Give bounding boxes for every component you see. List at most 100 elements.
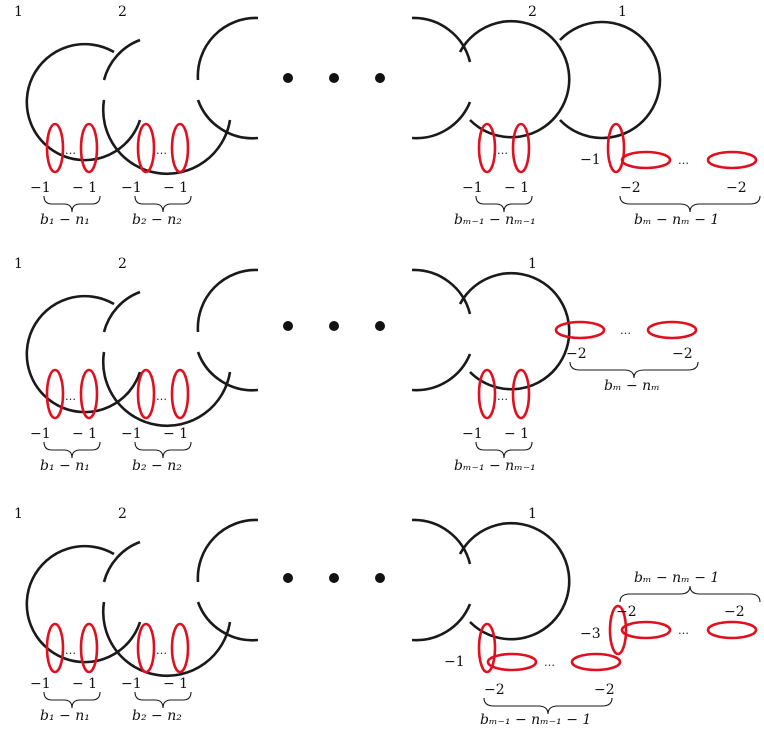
ellipsis-dot — [375, 573, 385, 583]
dots: … — [678, 624, 689, 637]
circle-m-label: 1 — [528, 506, 537, 522]
coef-minus-two: −2 — [620, 180, 641, 196]
red-chain-circle-m-1: … — [477, 622, 622, 674]
circle-m-label: 1 — [618, 4, 627, 20]
coef-minus-one: − 1 — [163, 426, 188, 442]
unknot-circle-m — [458, 521, 571, 641]
unknot-circle-1 — [25, 42, 142, 162]
dots: … — [497, 144, 508, 157]
dots: … — [65, 144, 76, 157]
ellipsis-dot — [329, 73, 339, 83]
circle-1-label: 1 — [14, 4, 23, 20]
brace — [475, 195, 533, 213]
dots: … — [65, 644, 76, 657]
coef-minus-two: −2 — [726, 180, 747, 196]
coef-minus-two: −2 — [566, 346, 587, 362]
unknot-circle-m — [458, 271, 571, 391]
red-chain-circle-m: … — [554, 320, 698, 340]
dots: … — [156, 644, 167, 657]
label-b2-n2: b₂ − n₂ — [132, 212, 182, 228]
label-b1-n1: b₁ − n₁ — [40, 458, 90, 474]
meridians-circle-m-1: … — [477, 368, 531, 420]
meridians-circle-1: … — [45, 622, 99, 674]
label-bm: bₘ − nₘ − 1 — [634, 212, 719, 228]
dots: … — [544, 656, 555, 669]
unknot-circle-3-partial — [196, 518, 259, 642]
dots: … — [156, 144, 167, 157]
meridians-circle-1: … — [45, 368, 99, 420]
brace — [619, 195, 761, 213]
coef-minus-three: −3 — [580, 626, 601, 642]
ellipsis-dot — [283, 73, 293, 83]
label-bm: bₘ − nₘ — [604, 378, 660, 394]
unknot-circle-m-2-partial — [411, 16, 472, 140]
coef-minus-one: − 1 — [163, 676, 188, 692]
brace — [134, 195, 192, 213]
brace — [569, 361, 699, 379]
circle-2-label: 2 — [118, 506, 127, 522]
brace — [134, 691, 192, 709]
red-chain-circle-m: … — [606, 122, 758, 174]
unknot-circle-1 — [25, 294, 142, 414]
brace — [43, 195, 101, 213]
coef-minus-one: −1 — [30, 676, 51, 692]
dots: … — [678, 154, 689, 167]
coef-minus-one: −1 — [121, 426, 142, 442]
unknot-circle-1 — [25, 544, 142, 664]
dots: … — [497, 390, 508, 403]
unknot-circle-m-1-partial — [411, 518, 472, 642]
coef-minus-one: − 1 — [504, 180, 529, 196]
ellipsis-dot — [283, 573, 293, 583]
ellipsis-dot — [375, 73, 385, 83]
unknot-circle-m-1 — [458, 19, 571, 139]
ellipsis-dot — [329, 573, 339, 583]
label-b2-n2: b₂ − n₂ — [132, 708, 182, 724]
coef-minus-one: −1 — [121, 676, 142, 692]
coef-minus-two: −2 — [724, 604, 745, 620]
circle-m-1-label: 2 — [528, 4, 537, 20]
label-bm-1: bₘ₋₁ − nₘ₋₁ — [454, 458, 536, 474]
label-bm-1: bₘ₋₁ − nₘ₋₁ — [454, 212, 536, 228]
meridians-circle-2: … — [136, 368, 190, 420]
coef-minus-one: −1 — [462, 180, 483, 196]
ellipsis-dot — [329, 321, 339, 331]
meridians-circle-1: … — [45, 122, 99, 174]
label-bm: bₘ − nₘ − 1 — [634, 570, 719, 586]
brace — [475, 441, 533, 459]
label-b1-n1: b₁ − n₁ — [40, 708, 90, 724]
label-bm-1: bₘ₋₁ − nₘ₋₁ − 1 — [480, 712, 591, 728]
unknot-circle-m-1-partial — [411, 268, 472, 392]
dots: … — [156, 390, 167, 403]
panel-3: 1 2 1 … … … … — [14, 506, 761, 728]
panel-1: 1 2 2 1 … … … — [14, 4, 761, 228]
unknot-circle-3-partial — [196, 268, 259, 392]
label-b2-n2: b₂ − n₂ — [132, 458, 182, 474]
coef-minus-one: − 1 — [72, 676, 97, 692]
brace — [619, 585, 761, 603]
coef-minus-one: − 1 — [504, 426, 529, 442]
meridians-circle-2: … — [136, 122, 190, 174]
meridians-circle-m-1: … — [477, 122, 531, 174]
circle-m-label: 1 — [528, 256, 537, 272]
dots: … — [620, 324, 631, 337]
coef-minus-one: − 1 — [72, 426, 97, 442]
unknot-circle-2 — [101, 38, 232, 176]
circle-1-label: 1 — [14, 256, 23, 272]
coef-minus-two: −2 — [672, 346, 693, 362]
coef-minus-one: −1 — [30, 426, 51, 442]
coef-minus-two: −2 — [594, 682, 615, 698]
coef-minus-one: −1 — [30, 180, 51, 196]
brace — [134, 441, 192, 459]
unknot-circle-3-partial — [196, 16, 259, 140]
coef-minus-one: −1 — [462, 426, 483, 442]
coef-minus-one: −1 — [444, 654, 465, 670]
circle-1-label: 1 — [14, 506, 23, 522]
coef-minus-one: − 1 — [72, 180, 97, 196]
dots: … — [65, 390, 76, 403]
circle-2-label: 2 — [118, 256, 127, 272]
coef-minus-one: −1 — [121, 180, 142, 196]
panel-2: 1 2 1 … … … … −1 − 1 — [14, 256, 699, 474]
unknot-circle-2 — [101, 540, 232, 678]
coef-minus-two: −2 — [484, 682, 505, 698]
